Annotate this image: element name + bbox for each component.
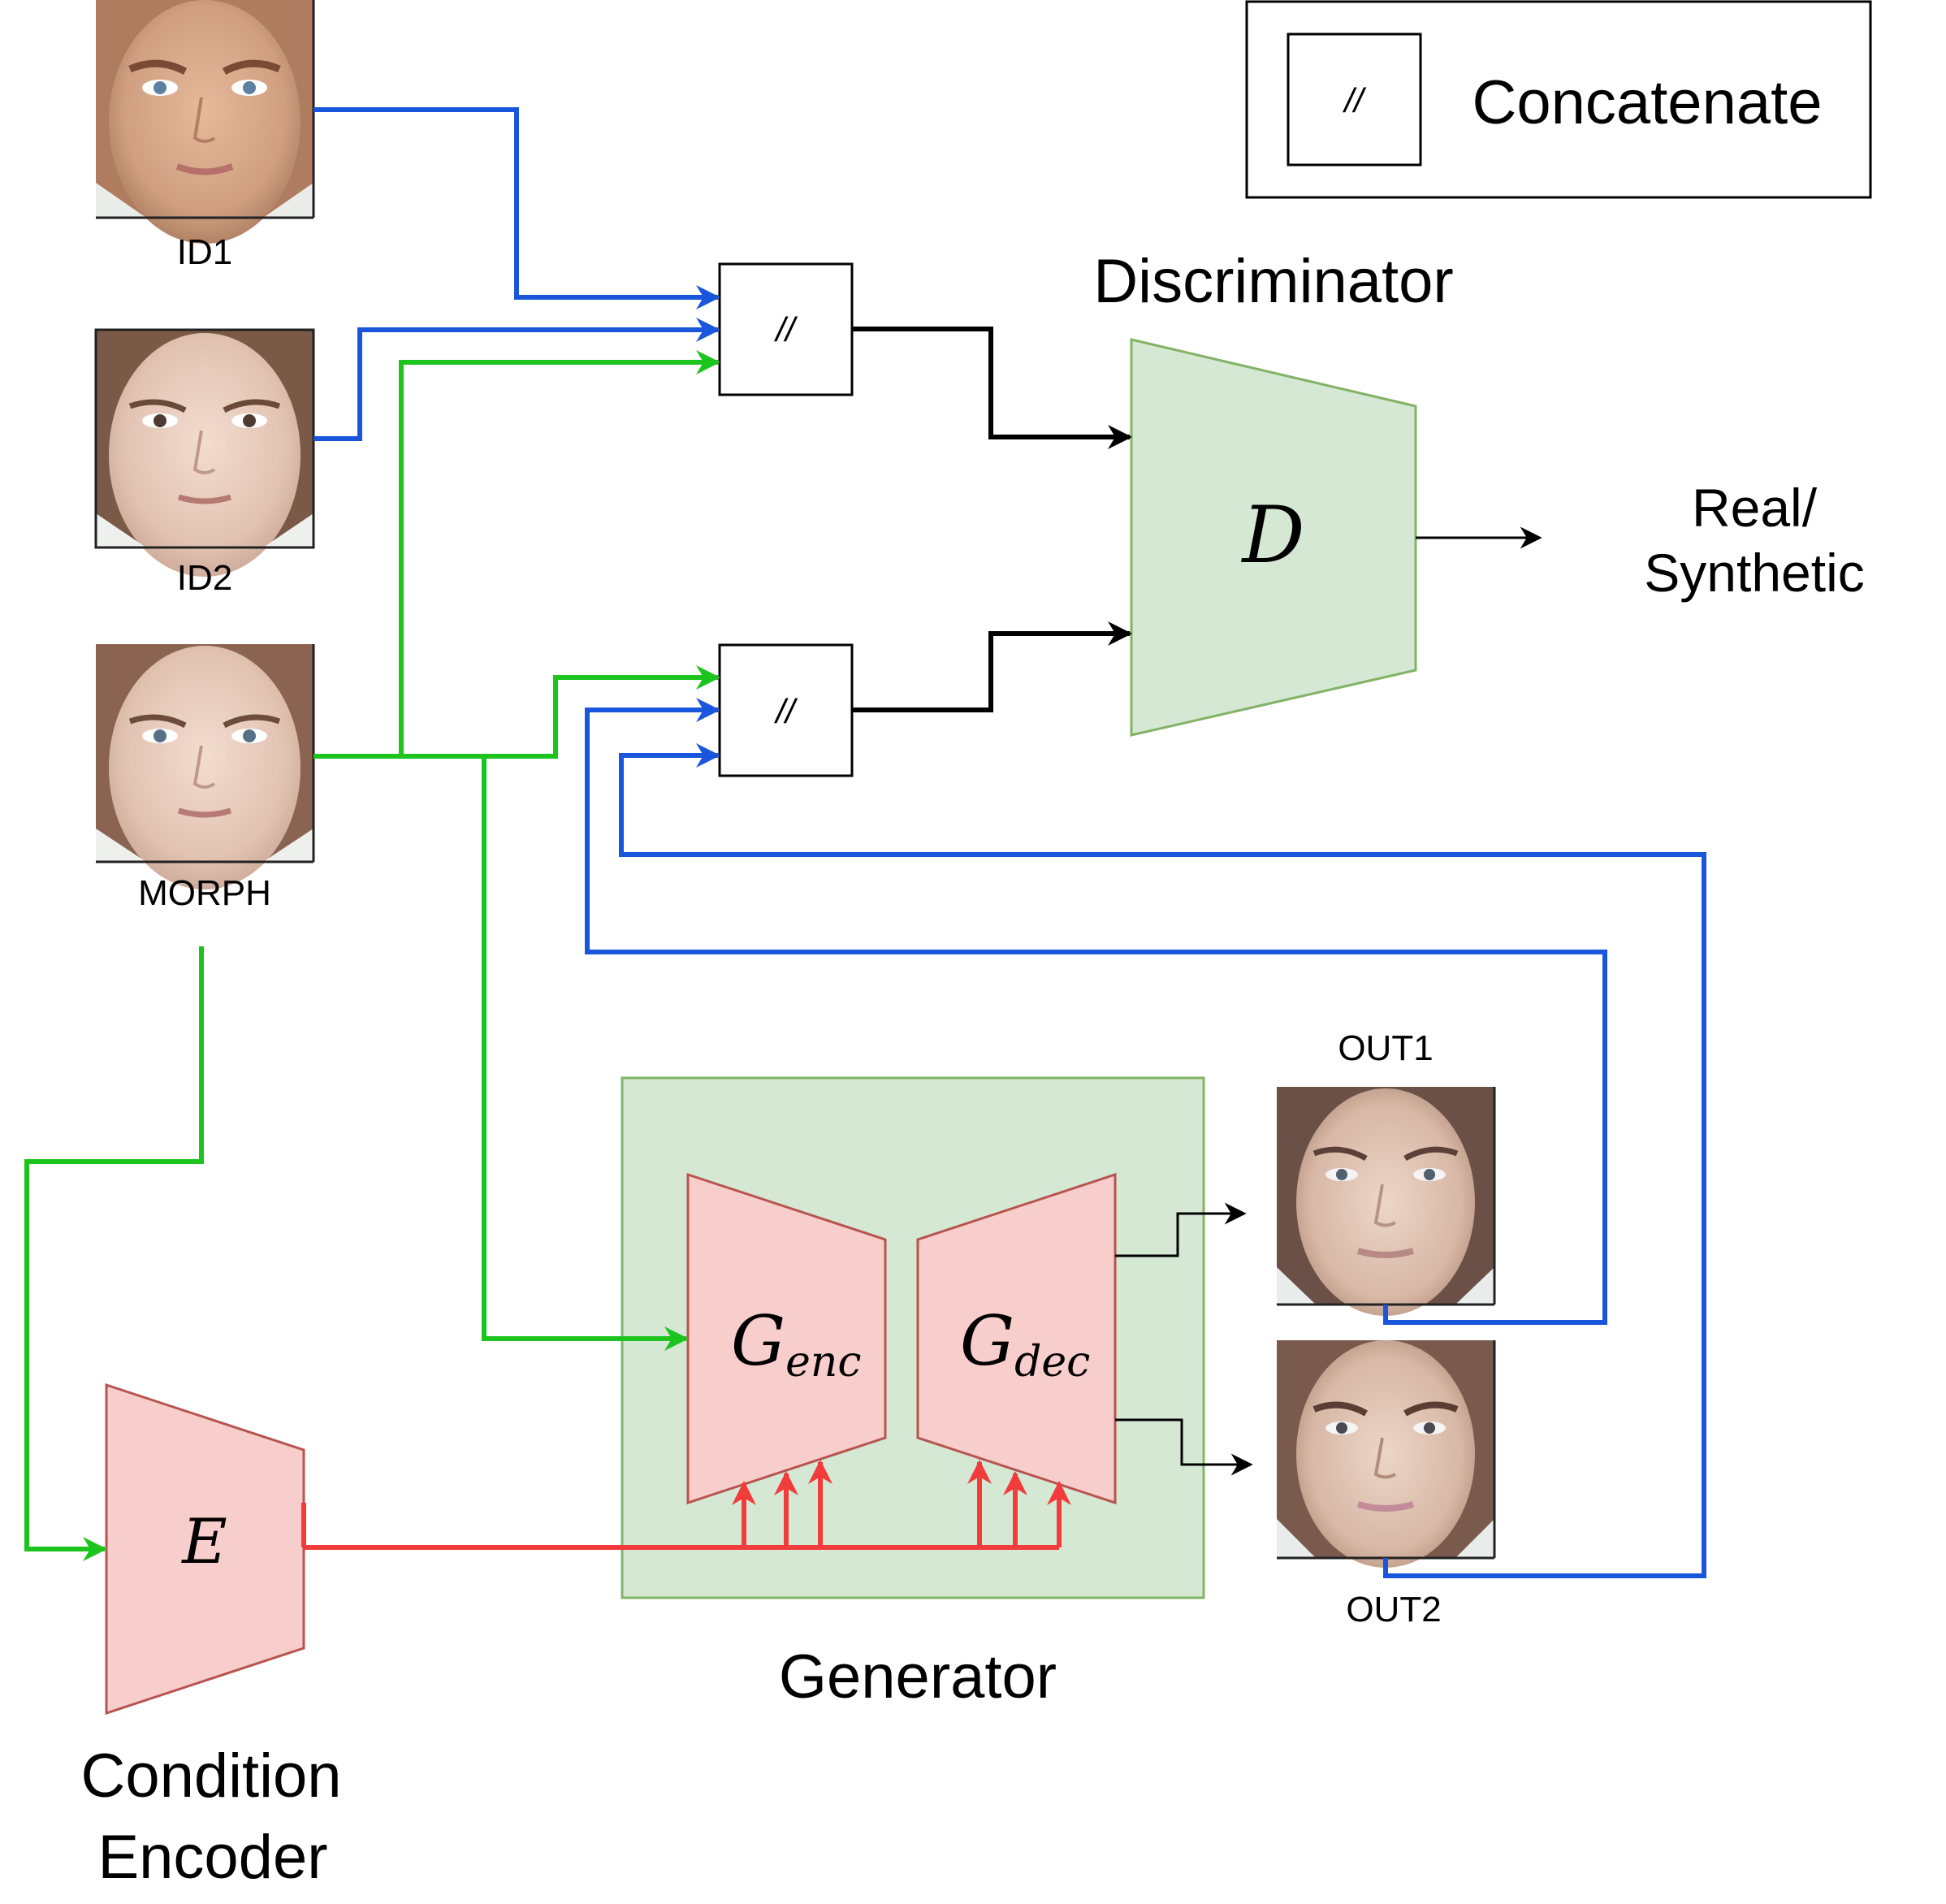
connectors [24, 107, 1706, 1578]
edge-morph-to-concat-synthetic [401, 665, 720, 759]
edge-id1-to-concat-real [314, 107, 720, 309]
face-image-id1 [96, 0, 315, 244]
generator-encoder-symbol: Genc [731, 1301, 862, 1387]
face-image-out1 [1277, 1087, 1496, 1316]
concat-symbol-synthetic: // [773, 692, 798, 730]
discriminator-symbol: D [1241, 490, 1305, 581]
label-out1: OUT1 [1338, 1028, 1433, 1068]
label-generator: Generator [779, 1642, 1057, 1711]
label-output-line1: Real/ [1692, 478, 1818, 538]
condition-encoder-symbol: E [180, 1505, 227, 1577]
edge-morph-to-concat-real [314, 350, 720, 759]
edge-id2-to-concat-real [314, 318, 720, 441]
generator-decoder-symbol: Gdec [960, 1301, 1090, 1387]
condition-encoder-block [105, 1383, 305, 1716]
edge-morph-to-generator-encoder [482, 756, 689, 1351]
edge-out2-to-concat-synthetic [619, 743, 1706, 1578]
label-morph: MORPH [138, 873, 271, 913]
edge-decoder-to-out1 [1115, 1202, 1247, 1257]
label-id2: ID2 [177, 558, 232, 598]
legend-concat-symbol-box [1287, 32, 1422, 167]
concat-symbol-real: // [773, 310, 798, 348]
label-condition-encoder-line2: Encoder [97, 1823, 327, 1892]
face-image-out2 [1277, 1340, 1496, 1568]
concat-box-real [718, 262, 854, 396]
edge-out1-to-concat-synthetic [585, 698, 1607, 1325]
generator-decoder-block [916, 1172, 1117, 1505]
label-id1: ID1 [177, 232, 232, 272]
edge-concat-real-to-discriminator [852, 327, 1132, 449]
label-condition-encoder-line1: Condition [80, 1742, 341, 1811]
face-image-morph [96, 644, 315, 889]
generator-encoder-block [686, 1172, 887, 1505]
discriminator-block [1130, 338, 1417, 737]
label-discriminator: Discriminator [1093, 247, 1453, 316]
face-image-id2 [94, 328, 315, 577]
label-out2: OUT2 [1346, 1590, 1441, 1629]
label-output-line2: Synthetic [1644, 543, 1864, 603]
edge-concat-synthetic-to-discriminator [852, 621, 1132, 712]
edge-decoder-to-out2 [1115, 1418, 1253, 1476]
condition-connectors [301, 1460, 1071, 1550]
thin-connectors [1115, 526, 1542, 1476]
legend-concat-symbol: // [1342, 81, 1367, 119]
edge-morph-to-condition-encoder [24, 946, 204, 1561]
legend-concatenate-label: Concatenate [1472, 68, 1823, 137]
